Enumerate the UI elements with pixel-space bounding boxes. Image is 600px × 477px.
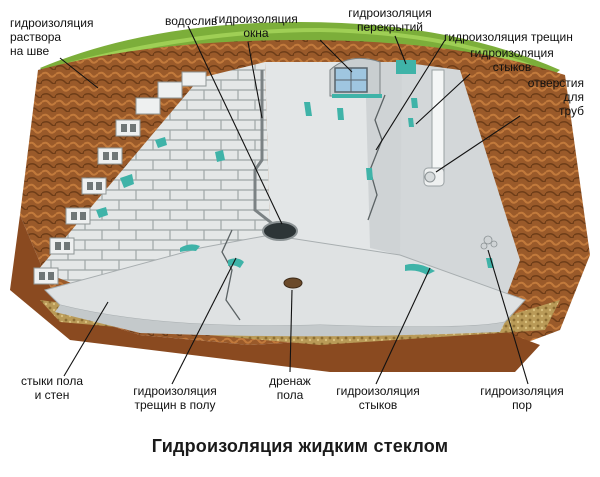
label-window: гидроизоляция окна: [214, 12, 298, 40]
sealant-patches: [96, 98, 494, 275]
diagram-caption: Гидроизоляция жидким стеклом: [151, 436, 449, 456]
window-well: [329, 57, 382, 98]
label-floor-cracks: гидроизоляция трещин в полу: [133, 384, 217, 412]
label-mortar-seams: гидроизоляция раствора на шве: [10, 16, 94, 58]
label-cracks: гидроизоляция трещин: [444, 30, 573, 44]
block-wall-left: [38, 62, 270, 300]
label-pipe-holes: отверстия для труб: [527, 76, 584, 118]
pores-patch: [480, 235, 498, 250]
grass-highlight: [69, 27, 531, 68]
label-joints-bottom: гидроизоляция стыков: [336, 384, 420, 412]
floor-crack: [221, 229, 241, 321]
vertical-pipe: [423, 69, 445, 187]
slab-opening: [396, 60, 416, 74]
label-drain: водослив: [165, 14, 218, 28]
label-floor-wall-joints: стыки пола и стен: [21, 374, 83, 402]
label-slabs: гидроизоляция перекрытий: [348, 6, 432, 34]
wall-crack: [367, 94, 386, 221]
floor-edge: [55, 305, 505, 337]
label-floor-drain: дренаж пола: [269, 374, 311, 402]
downspout-pipe: [253, 70, 279, 230]
block-voids: [39, 124, 136, 280]
label-pores: гидроизоляция пор: [480, 384, 564, 412]
back-wall-center: [265, 62, 400, 255]
leader-lines: [59, 25, 529, 385]
floor-drain-grate: [283, 277, 303, 289]
soil-base-left: [10, 215, 540, 372]
drain-opening: [262, 221, 298, 241]
wall-corner-shadow: [365, 62, 402, 255]
label-joints-top: гидроизоляция стыков: [470, 46, 554, 74]
